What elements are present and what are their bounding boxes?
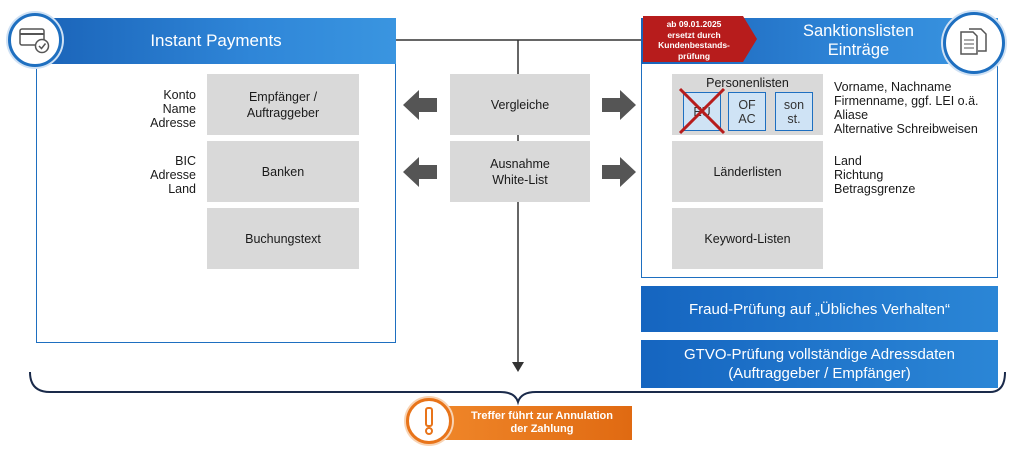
notice-line-4: prüfung (677, 50, 711, 61)
box-buchungstext-label: Buchungstext (245, 231, 321, 246)
label-adresse-2: Adresse (150, 168, 196, 182)
arrow-right-icon (602, 90, 636, 120)
box-empfaenger-auftraggeber: Empfänger / Auftraggeber (207, 74, 359, 135)
box-laenderlisten: Länderlisten (672, 141, 823, 202)
doc-sonst-label: son st. (783, 97, 805, 126)
label-adresse: Adresse (150, 116, 196, 130)
doc-ofac: OF AC (728, 92, 766, 131)
doc-ofac-label: OF AC (738, 97, 756, 126)
attr-land: Land (834, 154, 862, 168)
strikethrough-cross (678, 87, 726, 135)
box-banken-label: Banken (261, 164, 305, 179)
documents-icon (943, 12, 1005, 74)
arrow-left-icon (403, 90, 437, 120)
arrow-right-icon (602, 157, 636, 187)
arrow-left-icon (403, 157, 437, 187)
instant-payments-title: Instant Payments (150, 31, 282, 50)
box-banken: Banken (207, 141, 359, 202)
notice-badge: ab 09.01.2025 ersetzt durch Kundenbestan… (643, 18, 745, 62)
result-line-1: Treffer führt zur Annulation (471, 410, 613, 422)
attr-richtung: Richtung (834, 168, 884, 182)
fraud-check-label: Fraud-Prüfung auf „Übliches Verhalten“ (689, 300, 950, 318)
sanktionslisten-title-2: Einträge (827, 41, 890, 59)
vergleiche-label: Vergleiche (490, 97, 550, 112)
box-vergleiche: Vergleiche (450, 74, 590, 135)
gtvo-line-1: GTVO-Prüfung vollständige Adressdaten (684, 346, 955, 363)
result-banner: Treffer führt zur Annulation der Zahlung (430, 406, 632, 440)
land-attributes: Land Richtung Betragsgrenze (834, 154, 994, 196)
ausnahme-label: Ausnahme White-List (490, 156, 550, 187)
box-keyword-listen: Keyword-Listen (672, 208, 823, 269)
konto-labels: Konto Name Adresse (120, 88, 196, 130)
attr-schreibweisen: Alternative Schreibweisen (834, 122, 978, 136)
fraud-check-bar: Fraud-Prüfung auf „Übliches Verhalten“ (641, 286, 998, 332)
gtvo-line-2: (Auftraggeber / Empfänger) (728, 365, 911, 382)
box-empfaenger-label: Empfänger / Auftraggeber (246, 89, 320, 120)
down-arrow-head (512, 362, 524, 372)
card-payment-icon (8, 13, 62, 67)
bottom-bracket (29, 371, 1006, 406)
result-line-2: der Zahlung (510, 423, 574, 435)
instant-payments-banner: Instant Payments (36, 18, 396, 64)
keyword-listen-label: Keyword-Listen (704, 231, 791, 246)
attr-aliase: Aliase (834, 108, 869, 122)
notice-line-1: ab 09.01.2025 (666, 19, 722, 29)
personenlisten-title: Personenlisten (706, 76, 789, 90)
gtvo-check-bar: GTVO-Prüfung vollständige Adressdaten (A… (641, 340, 998, 388)
notice-line-3: Kundenbestands- (658, 40, 730, 50)
notice-line-2: ersetzt durch (667, 29, 721, 40)
bic-labels: BIC Adresse Land (120, 154, 196, 196)
box-buchungstext: Buchungstext (207, 208, 359, 269)
attr-betragsgrenze: Betragsgrenze (834, 182, 916, 196)
laenderlisten-label: Länderlisten (713, 164, 782, 179)
person-attributes: Vorname, Nachname Firmenname, ggf. LEI o… (834, 80, 994, 136)
label-konto: Konto (163, 88, 196, 102)
warning-icon (406, 398, 452, 444)
box-ausnahme-whitelist: Ausnahme White-List (450, 141, 590, 202)
label-name: Name (162, 102, 196, 116)
label-bic: BIC (175, 154, 196, 168)
attr-firmenname: Firmenname, ggf. LEI o.ä. (834, 94, 979, 108)
attr-vorname: Vorname, Nachname (834, 80, 952, 94)
label-land: Land (168, 182, 196, 196)
doc-sonst: son st. (775, 92, 813, 131)
sanktionslisten-title-1: Sanktionslisten (803, 22, 914, 40)
notice-badge-shape (643, 16, 757, 62)
